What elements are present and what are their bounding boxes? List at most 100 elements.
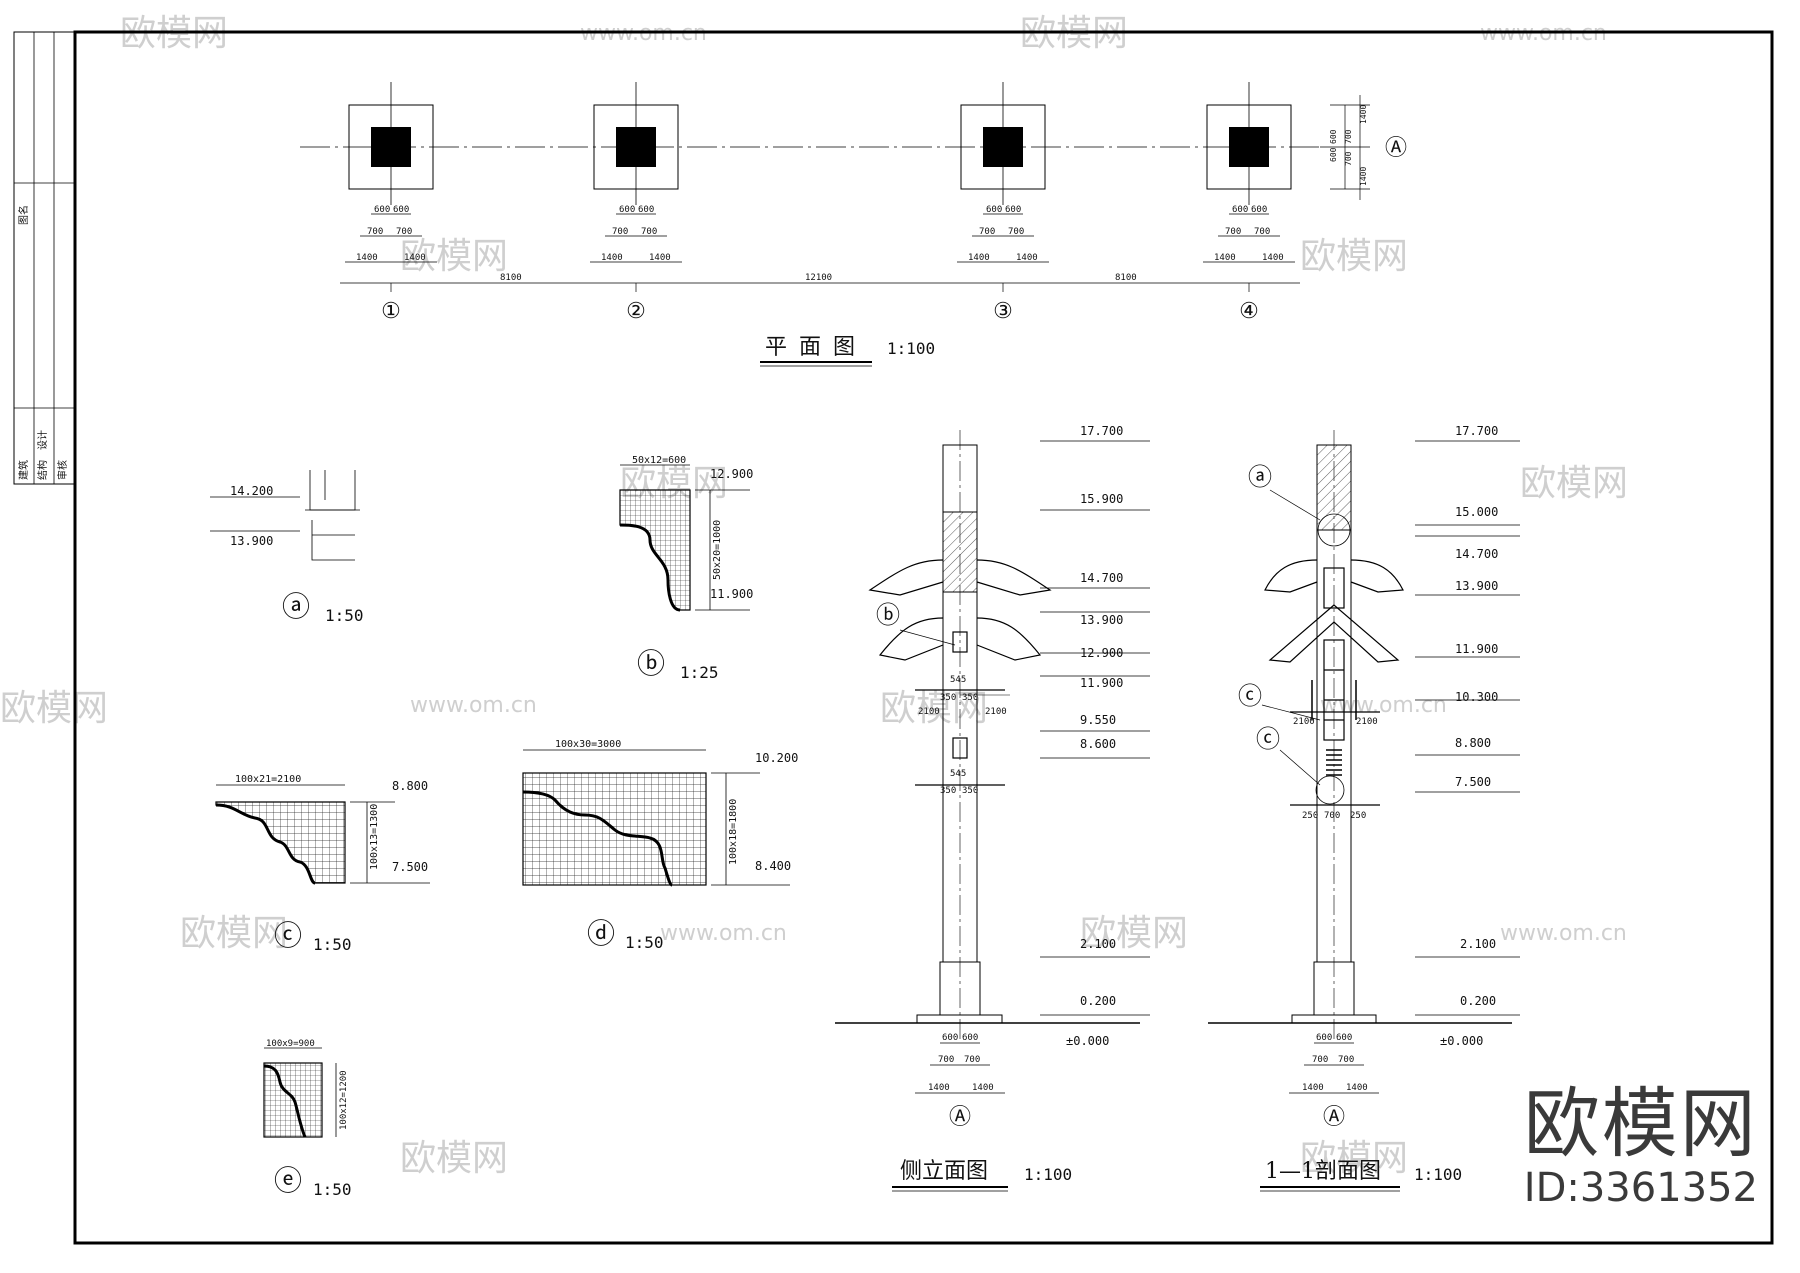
level-label: ±0.000 xyxy=(1440,1034,1483,1048)
elevation-scale: 1:100 xyxy=(1024,1165,1072,1184)
dim-label: 600 xyxy=(619,205,635,215)
dim-label: 600 xyxy=(1329,147,1338,162)
level-label: 15.000 xyxy=(1455,505,1498,519)
section-callout: ⓒ xyxy=(1256,725,1280,753)
level-label: 13.900 xyxy=(1455,579,1498,593)
span-dim: 8100 xyxy=(500,273,522,283)
brand-badge: 欧模网 ID:3361352 xyxy=(1523,1079,1758,1212)
level-label: 2.100 xyxy=(1460,937,1496,951)
dim-label: 350 xyxy=(940,786,956,796)
dim-label: 100x21=2100 xyxy=(235,774,301,785)
dim-label: 50x20=1000 xyxy=(712,520,723,580)
detail-a-label: ⓐ xyxy=(282,590,310,623)
watermark-logo: 欧模网 xyxy=(1300,1138,1408,1179)
dim-label: 700 xyxy=(1344,129,1353,144)
dim-label: 700 xyxy=(1324,811,1340,821)
level-label: 10.200 xyxy=(755,751,798,765)
dim-label: 700 xyxy=(938,1055,954,1065)
dim-label: 700 xyxy=(1338,1055,1354,1065)
watermark-layer: 欧模网 www.om.cn 欧模网 www.om.cn 欧模网 欧模网 欧模网 … xyxy=(0,13,1628,1179)
side-elevation: ⓑ 545 350 350 2100 2100 545 350 350 600 … xyxy=(835,424,1150,1192)
plan-title: 平面图 xyxy=(765,335,867,360)
span-dim: 8100 xyxy=(1115,273,1137,283)
watermark-url: www.om.cn xyxy=(410,693,537,718)
dim-label: 700 xyxy=(641,227,657,237)
dim-label: 1400 xyxy=(601,253,623,263)
plan-scale: 1:100 xyxy=(887,339,935,358)
elevation-axis: Ⓐ xyxy=(949,1105,971,1130)
detail-b: 50x12=600 50x20=1000 12.900 11.900 ⓑ 1:2… xyxy=(619,455,753,682)
watermark-logo: 欧模网 xyxy=(400,1138,508,1179)
elevation-callout: ⓑ xyxy=(876,601,900,629)
detail-e-scale: 1:50 xyxy=(313,1180,352,1199)
drawing-frame xyxy=(73,30,1774,1245)
dim-label: 700 xyxy=(612,227,628,237)
axis-bubble-1: ① xyxy=(381,299,401,324)
dim-label: 2100 xyxy=(1293,717,1315,727)
dim-label: 50x12=600 xyxy=(632,455,686,466)
dim-label: 1400 xyxy=(968,253,990,263)
level-label: 0.200 xyxy=(1460,994,1496,1008)
dim-label: 600 xyxy=(942,1033,958,1043)
dim-label: 250 xyxy=(1350,811,1366,821)
plan-pier xyxy=(593,82,679,205)
title-block-text: 审核 xyxy=(56,460,69,480)
watermark-logo: 欧模网 xyxy=(1300,236,1408,277)
dim-label: 1400 xyxy=(972,1083,994,1093)
dim-label: 2100 xyxy=(1356,717,1378,727)
dim-label: 700 xyxy=(396,227,412,237)
watermark-logo: 欧模网 xyxy=(400,236,508,277)
dim-label: 1400 xyxy=(1302,1083,1324,1093)
detail-a: 14.200 13.900 ⓐ 1:50 xyxy=(210,470,364,625)
dim-label: 600 xyxy=(374,205,390,215)
dim-label: 700 xyxy=(979,227,995,237)
dim-label: 350 xyxy=(962,693,978,703)
level-label: 12.900 xyxy=(1080,646,1123,660)
detail-b-scale: 1:25 xyxy=(680,663,719,682)
dim-label: 545 xyxy=(950,675,966,685)
axis-bubble-4: ④ xyxy=(1239,299,1259,324)
dim-label: 700 xyxy=(1312,1055,1328,1065)
level-label: 14.200 xyxy=(230,484,273,498)
dim-label: 1400 xyxy=(1214,253,1236,263)
level-label: 8.400 xyxy=(755,859,791,873)
title-block-text: 结构 xyxy=(36,460,49,480)
dim-label: 600 xyxy=(1336,1033,1352,1043)
detail-d: 100x30=3000 100x18=1800 10.200 8.400 ⓓ 1… xyxy=(522,739,798,952)
detail-d-label: ⓓ xyxy=(587,917,615,950)
section-scale: 1:100 xyxy=(1414,1165,1462,1184)
watermark-url: www.om.cn xyxy=(1500,921,1627,946)
detail-d-scale: 1:50 xyxy=(625,933,664,952)
dim-label: 2100 xyxy=(918,707,940,717)
level-label: 17.700 xyxy=(1080,424,1123,438)
dim-label: 350 xyxy=(962,786,978,796)
level-label: 10.300 xyxy=(1455,690,1498,704)
detail-e-label: ⓔ xyxy=(274,1164,302,1197)
level-label: 7.500 xyxy=(1455,775,1491,789)
level-label: 8.800 xyxy=(1455,736,1491,750)
dim-label: 600 xyxy=(1005,205,1021,215)
title-block-text: 图名 xyxy=(17,205,30,225)
level-label: 0.200 xyxy=(1080,994,1116,1008)
level-label: 2.100 xyxy=(1080,937,1116,951)
dim-label: 700 xyxy=(1008,227,1024,237)
level-label: 14.700 xyxy=(1455,547,1498,561)
dim-label: 1400 xyxy=(404,253,426,263)
brand-id: ID:3361352 xyxy=(1523,1165,1758,1211)
level-label: 12.900 xyxy=(710,467,753,481)
dim-label: 700 xyxy=(367,227,383,237)
detail-c: 100x21=2100 100x13=1300 8.800 7.500 ⓒ 1:… xyxy=(215,774,430,954)
level-label: ±0.000 xyxy=(1066,1034,1109,1048)
level-label: 8.600 xyxy=(1080,737,1116,751)
dim-label: 600 xyxy=(962,1033,978,1043)
dim-label: 100x13=1300 xyxy=(369,804,380,870)
dim-label: 1400 xyxy=(649,253,671,263)
dim-label: 600 xyxy=(393,205,409,215)
dim-label: 700 xyxy=(964,1055,980,1065)
level-label: 11.900 xyxy=(710,587,753,601)
brand-logo: 欧模网 xyxy=(1523,1079,1758,1168)
dim-label: 250 xyxy=(1302,811,1318,821)
section-axis: Ⓐ xyxy=(1323,1105,1345,1130)
detail-e: 100x9=900 100x12=1200 ⓔ 1:50 xyxy=(263,1039,352,1199)
